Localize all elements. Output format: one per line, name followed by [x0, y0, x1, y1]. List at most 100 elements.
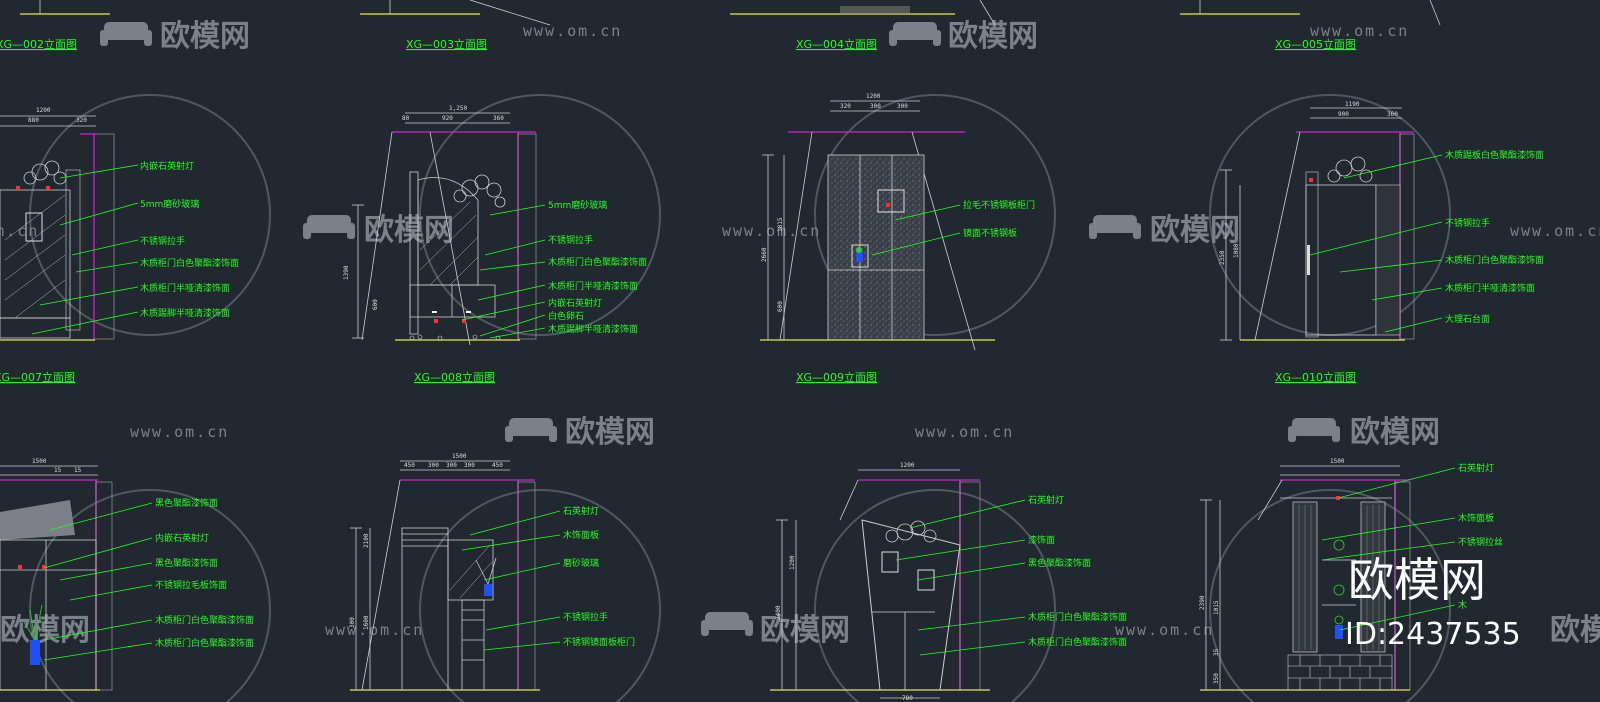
- note-xg013-4: 木质柜门白色聚酯漆饰面: [1028, 611, 1127, 623]
- xg012-leaders: [461, 510, 561, 651]
- watermark-url: www.om.cn: [1510, 222, 1600, 240]
- dim-label: 1815: [777, 217, 784, 232]
- sofa-logo-icon: [505, 418, 557, 442]
- watermark-url: www.om.cn: [325, 621, 424, 639]
- note-xg012-4: 不锈钢拉手: [563, 611, 608, 623]
- plant-icon: [23, 604, 43, 641]
- dim-label: 300: [428, 462, 439, 469]
- watermark-brand-9: 欧模网: [1550, 613, 1600, 648]
- note-xg009-2: 镜面不锈钢板: [963, 227, 1017, 239]
- caption-xg003: XG—003立面图: [406, 37, 487, 51]
- watermark-url: www.om.cn: [722, 222, 821, 240]
- note-xg014-4: 木: [1458, 599, 1467, 611]
- plant-icon: [1327, 156, 1373, 183]
- dim-label: 1190: [1345, 101, 1360, 108]
- dim-label: 320: [76, 117, 87, 124]
- note-xg008-4: 木质柜门半哑清漆饰面: [548, 280, 638, 292]
- asset-id-label: ID:2437535: [1345, 617, 1521, 652]
- watermark-circles: [29, 94, 1451, 702]
- plant-icon: [453, 174, 506, 208]
- note-xg012-1: 石英射灯: [563, 505, 599, 517]
- dim-label: 360: [493, 115, 504, 122]
- caption-xg009: XG—009立面图: [796, 370, 877, 384]
- watermark-url: www.om.cn: [0, 222, 39, 240]
- note-xg010-5: 大理石台面: [1445, 313, 1490, 325]
- watermark-url: www.om.cn: [523, 22, 622, 40]
- elevation-xg011: 1500 15 15: [0, 458, 113, 691]
- dim-label: 360: [1387, 111, 1398, 118]
- watermark-brand-6: 欧模网: [1288, 415, 1440, 450]
- note-xg011-3: 黑色聚酯漆饰面: [155, 557, 218, 569]
- watermark-brand-text: 欧模网: [0, 613, 90, 648]
- note-xg008-3: 木质柜门白色聚酯漆饰面: [548, 256, 647, 268]
- note-xg012-2: 木饰面板: [563, 529, 599, 541]
- xg013-leaders: [895, 499, 1026, 656]
- note-xg012-5: 不锈钢镜面板柜门: [563, 636, 635, 648]
- dim-label: 15: [54, 467, 62, 474]
- note-xg011-4: 不锈钢拉毛板饰面: [155, 579, 227, 591]
- note-xg013-2: 漆饰面: [1028, 534, 1055, 546]
- caption-xg005: XG—005立面图: [1275, 37, 1356, 51]
- watermark-brand-text: 欧模网: [565, 415, 655, 450]
- note-xg012-3: 磨砂玻璃: [563, 557, 599, 569]
- top-row-partial-elevations: [20, 0, 1441, 26]
- caption-xg010: XG—010立面图: [1275, 370, 1356, 384]
- note-xg011-6: 木质柜门白色聚酯漆饰面: [155, 637, 254, 649]
- xg009-leaders: [871, 204, 961, 256]
- note-xg008-7: 木质踢脚半哑清漆饰面: [548, 323, 638, 335]
- elevation-xg009: 1200 320 300 300 1815 2660 600: [760, 93, 995, 351]
- dim-label: 2660: [761, 247, 768, 262]
- elevation-xg008: 1,250 920 360 80 1390 600: [343, 105, 537, 346]
- watermark-brand-text: 欧模网: [1350, 415, 1440, 450]
- note-xg007-2: 5mm磨砂玻璃: [140, 198, 199, 210]
- xg010-leaders: [1309, 154, 1443, 333]
- elevation-xg013: 1200 1200 2400 780: [770, 462, 990, 702]
- watermark-url: www.om.cn: [1115, 621, 1214, 639]
- dim-label: 1500: [452, 453, 467, 460]
- sofa-logo-icon: [701, 612, 753, 636]
- note-xg014-2: 木饰面板: [1458, 512, 1494, 524]
- note-xg007-6: 木质踢脚半哑清漆饰面: [140, 307, 230, 319]
- dim-label: 1200: [900, 462, 915, 469]
- dim-label: 80: [402, 115, 410, 122]
- dim-label: 450: [492, 462, 503, 469]
- dim-label: 1500: [1330, 458, 1345, 465]
- elevation-xg010: 1190 900 360 2350 1080: [1219, 101, 1415, 341]
- note-xg008-2: 不锈钢拉手: [548, 234, 593, 246]
- xg011-leaders: [43, 502, 153, 661]
- note-xg011-1: 黑色聚酯漆饰面: [155, 497, 218, 509]
- note-xg011-2: 内嵌石英射灯: [155, 532, 209, 544]
- watermark-brand-text: 欧模网: [160, 19, 250, 54]
- note-xg013-1: 石英射灯: [1028, 494, 1064, 506]
- note-xg008-5: 内嵌石英射灯: [548, 297, 602, 309]
- dim-label: 900: [1338, 111, 1349, 118]
- caption-xg002: XG—002立面图: [0, 37, 77, 51]
- note-xg007-1: 内嵌石英射灯: [140, 160, 194, 172]
- note-xg010-2: 不锈钢拉手: [1445, 217, 1490, 229]
- dim-label: 35: [1213, 648, 1220, 656]
- brand-id-watermark: 欧模网 ID:2437535: [1345, 553, 1521, 652]
- dim-label: 1,250: [449, 105, 467, 112]
- note-xg013-5: 木质柜门白色聚酯漆饰面: [1028, 636, 1127, 648]
- note-xg010-3: 木质柜门白色聚酯漆饰面: [1445, 254, 1544, 266]
- dim-label: 300: [446, 462, 457, 469]
- watermark-brand-text: 欧模网: [364, 213, 454, 248]
- dim-label: 300: [464, 462, 475, 469]
- watermark-brand-text: 欧模网: [948, 19, 1038, 54]
- dim-label: 880: [28, 117, 39, 124]
- watermark-brand-text: 欧模网: [760, 613, 850, 648]
- note-xg010-4: 木质柜门半哑清漆饰面: [1445, 282, 1535, 294]
- watermark-brand-text: 欧模网: [1150, 213, 1240, 248]
- note-xg010-1: 木质踢板白色聚酯漆饰面: [1445, 149, 1544, 161]
- dim-label: 1200: [789, 555, 796, 570]
- watermark-brand-7: 欧模网: [0, 613, 90, 648]
- note-xg011-5: 木质柜门白色聚酯漆饰面: [155, 614, 254, 626]
- note-xg007-5: 木质柜门半哑清漆饰面: [140, 282, 230, 294]
- dim-label: 920: [442, 115, 453, 122]
- sofa-logo-icon: [1089, 215, 1141, 239]
- dim-label: 1015: [1213, 600, 1220, 615]
- sofa-logo-icon: [303, 215, 355, 239]
- sofa-logo-icon: [100, 22, 152, 46]
- dim-label: 15: [74, 467, 82, 474]
